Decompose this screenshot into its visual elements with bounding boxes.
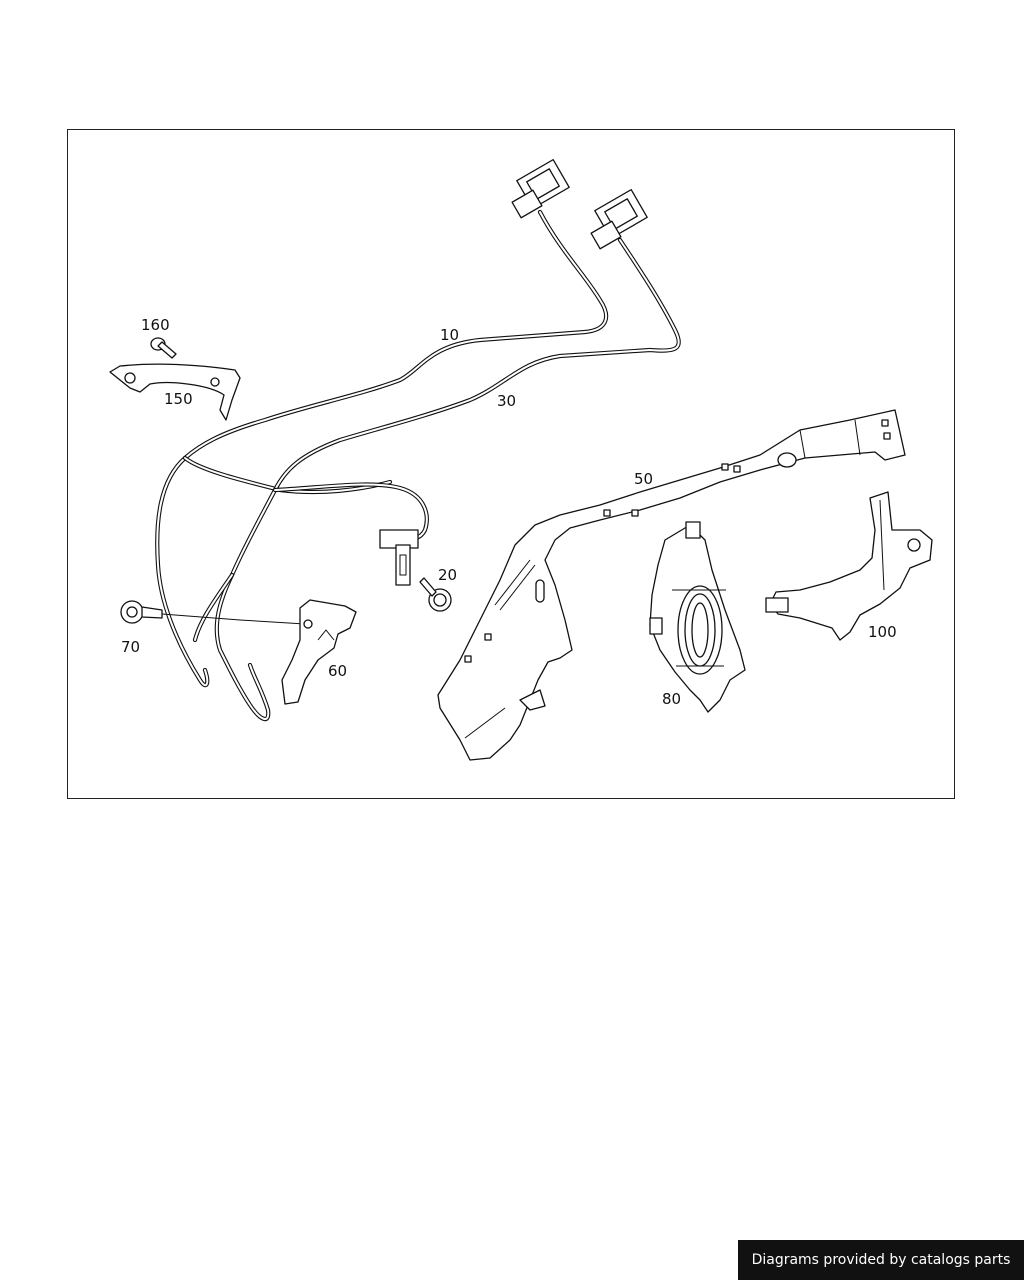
callout-80: 80 bbox=[662, 690, 681, 708]
bracket-60[interactable] bbox=[281, 599, 357, 705]
callout-160: 160 bbox=[141, 316, 170, 334]
bracket-150[interactable] bbox=[109, 363, 241, 421]
screw-160[interactable] bbox=[150, 337, 177, 359]
callout-100: 100 bbox=[868, 623, 897, 641]
credit-text: Diagrams provided by catalogs parts bbox=[751, 1252, 1011, 1268]
bracket-50[interactable] bbox=[437, 409, 906, 761]
callout-10: 10 bbox=[440, 326, 459, 344]
callout-70: 70 bbox=[121, 638, 140, 656]
wire-harness-10[interactable] bbox=[155, 158, 609, 688]
connector-30 bbox=[590, 188, 648, 250]
bracket-100[interactable] bbox=[765, 491, 933, 641]
callout-50: 50 bbox=[634, 470, 653, 488]
callout-20: 20 bbox=[438, 566, 457, 584]
connector-10 bbox=[511, 158, 570, 219]
credit-banner: Diagrams provided by catalogs parts bbox=[738, 1240, 1024, 1280]
sensor-20[interactable] bbox=[379, 529, 419, 586]
callout-60: 60 bbox=[328, 662, 347, 680]
bolt-70[interactable] bbox=[120, 600, 306, 625]
callout-150: 150 bbox=[164, 390, 193, 408]
callout-30: 30 bbox=[497, 392, 516, 410]
wire-harness-30[interactable] bbox=[192, 188, 681, 722]
holder-80[interactable] bbox=[649, 521, 746, 713]
bolt-20[interactable] bbox=[419, 577, 452, 612]
